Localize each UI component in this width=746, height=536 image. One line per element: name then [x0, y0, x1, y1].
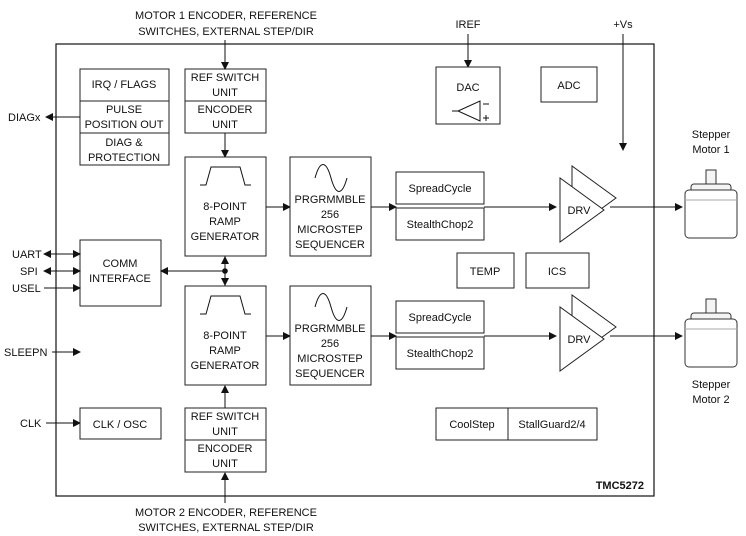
spreadcycle-block-2 [395, 300, 485, 334]
stepper-motor-1-icon [684, 169, 738, 239]
stealthchop-1-label: StealthChop2 [407, 219, 474, 231]
clk-osc-block [79, 407, 162, 440]
seq-2-line3: MICROSTEP [297, 353, 362, 365]
coolstep-label: CoolStep [449, 419, 494, 431]
diag-label-2: PROTECTION [88, 152, 160, 164]
dac-block [435, 66, 501, 125]
diag-protection-block [79, 132, 170, 166]
irq-flags-label: IRQ / FLAGS [92, 79, 157, 91]
ramp-2-line1: 8-POINT [203, 330, 247, 342]
encoder-2-line2: UNIT [212, 458, 238, 470]
top-label-line1: MOTOR 1 ENCODER, REFERENCE [135, 10, 317, 22]
pulse-position-block [79, 100, 170, 134]
dac-opamp-icon [452, 100, 489, 122]
ics-block [525, 252, 590, 289]
stallguard-block [507, 407, 598, 441]
dac-label: DAC [456, 82, 479, 94]
drv-triangle-front-2 [559, 306, 605, 372]
adc-label: ADC [557, 80, 580, 92]
microstep-sequencer-1 [289, 156, 372, 257]
sine-wave-icon-1 [314, 164, 348, 192]
seq-2-line2: 256 [321, 338, 339, 350]
ramp-1-line3: GENERATOR [191, 231, 260, 243]
drv-triangle-front-1 [559, 177, 605, 243]
motor1-label-2: Motor 1 [692, 144, 729, 156]
spreadcycle-1-label: SpreadCycle [409, 183, 472, 195]
encoder-1-line2: UNIT [212, 119, 238, 131]
bottom-label-line1: MOTOR 2 ENCODER, REFERENCE [135, 507, 317, 519]
coolstep-block [435, 407, 509, 441]
temp-block [456, 252, 515, 289]
bottom-label-line2: SWITCHES, EXTERNAL STEP/DIR [138, 522, 314, 534]
pin-diagx: DIAGx [8, 112, 41, 124]
pulse-label-1: PULSE [106, 104, 142, 116]
diag-label-1: DIAG & [105, 137, 143, 149]
supply-label: +Vs [613, 19, 633, 31]
pulse-label-2: POSITION OUT [85, 119, 164, 131]
top-label-line2: SWITCHES, EXTERNAL STEP/DIR [138, 26, 314, 38]
comm-interface-block [79, 239, 162, 307]
motor2-label-1: Stepper [692, 379, 731, 391]
spreadcycle-block-1 [395, 171, 485, 205]
pin-sleepn: SLEEPN [4, 347, 47, 359]
chip-name: TMC5272 [596, 480, 644, 492]
sine-wave-icon-2 [314, 293, 348, 321]
encoder-2-line1: ENCODER [197, 443, 252, 455]
drv-1-label: DRV [567, 205, 591, 217]
stepper-motor-2-icon [684, 298, 738, 368]
pin-usel: USEL [12, 283, 41, 295]
seq-2-line4: SEQUENCER [295, 368, 365, 380]
ramp-profile-icon-1 [200, 166, 251, 186]
ics-label: ICS [548, 266, 566, 278]
spreadcycle-2-label: SpreadCycle [409, 312, 472, 324]
ramp-generator-2 [184, 285, 267, 386]
stealthchop-2-label: StealthChop2 [407, 348, 474, 360]
ref-switch-2-line2: UNIT [212, 426, 238, 438]
ramp-2-line2: RAMP [209, 345, 241, 357]
clk-osc-label: CLK / OSC [93, 419, 147, 431]
seq-2-line1: PRGRMMBLE [295, 323, 366, 335]
seq-1-line1: PRGRMMBLE [295, 194, 366, 206]
seq-1-line4: SEQUENCER [295, 239, 365, 251]
drv-2-label: DRV [567, 334, 591, 346]
ramp-1-line1: 8-POINT [203, 201, 247, 213]
iref-label: IREF [455, 19, 480, 31]
temp-label: TEMP [470, 266, 501, 278]
ref-switch-1-line1: REF SWITCH [191, 72, 259, 84]
stealthchop-block-2 [395, 336, 485, 370]
ref-switch-unit-2 [184, 407, 267, 441]
encoder-unit-2 [184, 439, 267, 473]
ramp-1-line2: RAMP [209, 216, 241, 228]
motor1-label-1: Stepper [692, 129, 731, 141]
adc-block [540, 66, 598, 103]
stallguard-label: StallGuard2/4 [518, 419, 585, 431]
comm-ramp-bus [160, 256, 229, 286]
chip-outline [55, 43, 655, 497]
ref-switch-unit-1 [184, 68, 267, 102]
motor2-label-2: Motor 2 [692, 394, 729, 406]
encoder-1-line1: ENCODER [197, 104, 252, 116]
pin-uart: UART [12, 249, 42, 261]
comm-line2: INTERFACE [89, 273, 151, 285]
stealthchop-block-1 [395, 207, 485, 241]
seq-1-line2: 256 [321, 209, 339, 221]
pin-spi: SPI [20, 266, 38, 278]
ramp-2-line3: GENERATOR [191, 360, 260, 372]
seq-1-line3: MICROSTEP [297, 224, 362, 236]
pin-clk: CLK [20, 418, 42, 430]
microstep-sequencer-2 [289, 285, 372, 386]
comm-line1: COMM [103, 258, 138, 270]
ref-switch-1-line2: UNIT [212, 87, 238, 99]
ramp-profile-icon-2 [200, 295, 251, 315]
encoder-unit-1 [184, 100, 267, 134]
ref-switch-2-line1: REF SWITCH [191, 411, 259, 423]
